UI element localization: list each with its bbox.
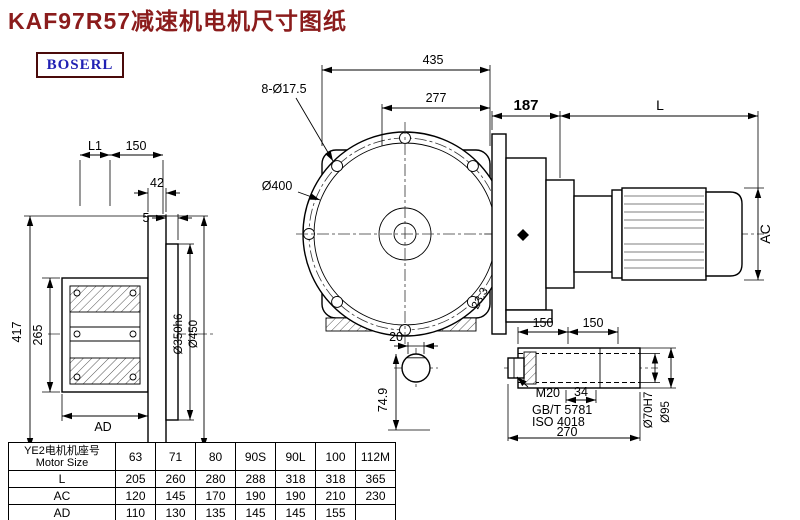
cell: 130 — [155, 504, 196, 520]
cell: 288 — [235, 470, 276, 488]
row-label: AC — [8, 487, 116, 505]
dim-ac-label: AC — [757, 224, 773, 243]
cell: 205 — [115, 470, 156, 488]
dim-gb-standard-label: GB/T 5781 — [532, 403, 592, 417]
cell: 110 — [115, 504, 156, 520]
cell: 170 — [195, 487, 236, 505]
cell: 190 — [275, 487, 316, 505]
cell: 120 — [115, 487, 156, 505]
cell: 145 — [235, 504, 276, 520]
keyway-section — [394, 348, 438, 390]
col-header: 90L — [275, 442, 316, 471]
cell: 145 — [275, 504, 316, 520]
cell: 318 — [275, 470, 316, 488]
cell — [355, 504, 396, 520]
cell: 365 — [355, 470, 396, 488]
table-header-cn: YE2电机机座号 — [24, 444, 100, 457]
table-row-l: L 205 260 280 288 318 318 365 — [8, 470, 396, 488]
row-label: AD — [8, 504, 116, 520]
front-view — [296, 122, 516, 346]
motor-size-table: YE2电机机座号 Motor Size 63 71 80 90S 90L 100… — [8, 442, 396, 520]
dim-20-label: 20 — [389, 330, 403, 344]
shaft-detail — [504, 347, 658, 389]
dim-400-label: Ø400 — [262, 179, 293, 193]
table-header-motor-size: YE2电机机座号 Motor Size — [8, 442, 116, 471]
dim-150-top-label: 150 — [126, 139, 147, 153]
table-header-row: YE2电机机座号 Motor Size 63 71 80 90S 90L 100… — [8, 442, 396, 471]
table-header-en: Motor Size — [35, 456, 89, 469]
col-header: 80 — [195, 442, 236, 471]
cell: 135 — [195, 504, 236, 520]
dim-270-label: 270 — [557, 425, 578, 439]
col-header: 90S — [235, 442, 276, 471]
dim-34-label: 34 — [574, 385, 588, 399]
dim-435-label: 435 — [423, 53, 444, 67]
dim-417-label: 417 — [10, 322, 24, 343]
dim-42-label: 42 — [150, 176, 164, 190]
cell: 260 — [155, 470, 196, 488]
dim-l1-label: L1 — [88, 139, 102, 153]
logo-text: BOSERL — [46, 56, 114, 73]
table-row-ac: AC 120 145 170 190 190 210 230 — [8, 487, 396, 505]
col-header: 100 — [315, 442, 356, 471]
col-header: 112M — [355, 442, 396, 471]
cell: 155 — [315, 504, 356, 520]
dim-m20-label: M20 — [536, 386, 560, 400]
dim-150a-label: 150 — [533, 316, 554, 330]
dim-ad-label: AD — [94, 420, 111, 434]
col-header: 71 — [155, 442, 196, 471]
dim-5-label: 5 — [143, 211, 150, 225]
cell: 145 — [155, 487, 196, 505]
front-view-dimensions: 435 277 8-Ø17.5 Ø400 — [261, 53, 491, 201]
cell: 210 — [315, 487, 356, 505]
table-row-ad: AD 110 130 135 145 145 155 — [8, 504, 396, 520]
boserl-logo: BOSERL — [36, 52, 124, 78]
dim-bolt-holes-label: 8-Ø17.5 — [261, 82, 306, 96]
left-side-view — [48, 215, 216, 449]
cell: 280 — [195, 470, 236, 488]
cell: 230 — [355, 487, 396, 505]
dim-motor-length-label: L — [656, 97, 664, 113]
dim-od95-label: Ø95 — [660, 401, 672, 423]
dim-277-label: 277 — [426, 91, 447, 105]
dim-bore-label: Ø70H7 — [643, 392, 655, 428]
dim-iso-standard-label: ISO 4018 — [532, 415, 585, 429]
col-header: 63 — [115, 442, 156, 471]
keyway-dimensions: 20 74.9 — [376, 330, 438, 431]
dim-187-label: 187 — [513, 97, 538, 114]
cell: 190 — [235, 487, 276, 505]
page-title: KAF97R57减速机电机尺寸图纸 — [8, 8, 348, 34]
cell: 318 — [315, 470, 356, 488]
right-side-view — [484, 133, 764, 335]
shaft-detail-dimensions: 150 150 M20 34 GB/T 5781 ISO 4018 270 Ø7… — [507, 316, 676, 442]
row-label: L — [8, 470, 116, 488]
dim-350h6-label: Ø350h6 — [173, 314, 185, 355]
dim-450-label: Ø450 — [188, 320, 200, 348]
dim-150b-label: 150 — [583, 316, 604, 330]
dim-265-label: 265 — [31, 325, 45, 346]
input-center-mark — [517, 229, 529, 241]
dim-74-9-label: 74.9 — [376, 388, 390, 412]
